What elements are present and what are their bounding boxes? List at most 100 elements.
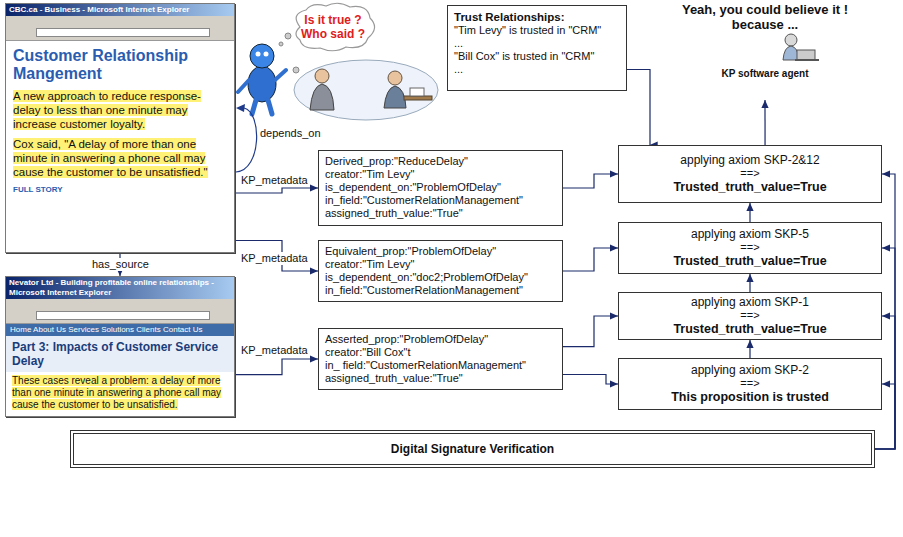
axiom-box: applying axiom SKP-2==>This proposition … (618, 358, 882, 410)
writer-at-desk-figure (384, 71, 432, 108)
node-text: "Tim Levy" is trusted in "CRM" (454, 24, 620, 37)
node-text: Yeah, you could believe it ! because ... (675, 2, 855, 32)
axiom-box: applying axiom SKP-2&12==>Trusted_truth_… (618, 145, 882, 203)
node-text: A new approach to reduce response-delay … (13, 90, 201, 130)
arrowhead (746, 274, 753, 282)
node-text: applying axiom SKP-5 (625, 227, 875, 241)
node-text: ==> (625, 377, 875, 390)
arrowhead (610, 170, 618, 177)
edge-label: has_source (90, 258, 151, 271)
node-text: Is it true ? Who said ? (300, 13, 366, 41)
paragraph: Cox said, "A delay of more than one minu… (6, 134, 234, 182)
connector-line (563, 316, 618, 347)
arrowhead (610, 312, 618, 319)
node-text: "Bill Cox" is trusted in "CRM" (454, 50, 620, 63)
node-text: Part 3: Impacts of Customer Service Dela… (6, 336, 234, 372)
node-text: Trusted_truth_value=True (625, 254, 875, 269)
relation-label: depends_on (258, 127, 323, 140)
arrowhead (310, 267, 318, 274)
node-text: This proposition is trusted (625, 390, 875, 405)
arrowhead (882, 380, 890, 387)
connector (875, 244, 895, 449)
node-text: Digital Signature Verification (391, 442, 554, 456)
connector (563, 312, 618, 346)
agent-icon-holder (675, 32, 855, 68)
node-text: Trusted_truth_value=True (625, 322, 875, 337)
text-column: applying axiom SKP-1==>Trusted_truth_val… (625, 295, 875, 337)
node-text: ==> (625, 309, 875, 322)
connector (746, 274, 753, 292)
connector (746, 203, 753, 222)
thought-bubble: Is it true ? Who said ? (290, 2, 376, 52)
arrowhead (882, 312, 890, 319)
node-text: FULL STORY (6, 182, 234, 197)
axiom-box: applying axiom SKP-5==>Trusted_truth_val… (618, 222, 882, 274)
metadata-box: Derived_prop:"ReduceDelay"creator:"Tim L… (318, 150, 563, 226)
trust-box: Trust Relationships:"Tim Levy" is truste… (447, 5, 627, 91)
depends-on-arrow (236, 104, 257, 172)
edge-label: KP_metadata (239, 344, 310, 357)
browser-window: CBC.ca - Business - Microsoft Internet E… (5, 3, 235, 253)
connector (235, 241, 318, 275)
node-text: in_field:"CustomerRelationManagement" (325, 194, 556, 207)
node-text: Trust Relationships: (454, 10, 620, 24)
connector (746, 340, 753, 358)
node-text: assigned_truth_value:"True" (325, 372, 556, 385)
node-text: Home About Us Services Solutions Clients… (6, 324, 234, 336)
connector-line (235, 241, 318, 272)
user-figure (238, 33, 299, 114)
node-text: Trusted_truth_value=True (625, 180, 875, 195)
metadata-box: Asserted_prop:"ProblemOfDelay"creator:"B… (318, 328, 563, 390)
connector (235, 355, 318, 374)
browser-window: Nevator Ltd - Building profitable online… (5, 276, 235, 417)
node-text: creator:"Tim Levy" (325, 258, 556, 271)
edge-label: KP_metadata (239, 174, 310, 187)
connector (563, 170, 618, 188)
node-text: in_field:"CustomerRelationManagement" (325, 284, 556, 297)
connector-line (235, 359, 318, 375)
node-text: Nevator Ltd - Building profitable online… (6, 277, 234, 299)
node-text: These cases reveal a problem: a delay of… (12, 375, 221, 410)
author-figure (310, 69, 334, 110)
node-text: assigned_truth_value:"True" (325, 207, 556, 220)
node-text: applying axiom SKP-2&12 (625, 153, 875, 167)
connector (761, 100, 768, 145)
arrowhead (746, 340, 753, 348)
node-text: Customer Relationship Mangement (6, 41, 234, 86)
agent-callout: Yeah, you could believe it ! because ...… (675, 2, 855, 100)
text-column: applying axiom SKP-2==>This proposition … (625, 363, 875, 405)
node-text: Equivalent_prop:"ProblemOfDelay" (325, 245, 556, 258)
node-text: in_ field:"CustomerRelationManagement" (325, 359, 556, 372)
arrowhead (610, 380, 618, 387)
node-text: applying axiom SKP-2 (625, 363, 875, 377)
paragraph: These cases reveal a problem: a delay of… (6, 372, 234, 414)
connector-line (235, 188, 318, 193)
arrowhead (882, 244, 890, 251)
node-text: KP software agent (675, 68, 855, 80)
node-text: ==> (625, 241, 875, 254)
arrowhead (310, 355, 318, 362)
metadata-box: Equivalent_prop:"ProblemOfDelay"creator:… (318, 240, 563, 302)
thinking-cloud (294, 60, 438, 120)
axiom-box: applying axiom SKP-1==>Trusted_truth_val… (618, 292, 882, 340)
text-column: applying axiom SKP-2&12==>Trusted_truth_… (625, 153, 875, 195)
node-text: creator:"Tim Levy" (325, 168, 556, 181)
arrowhead (882, 170, 890, 177)
agent-icon (765, 32, 825, 66)
toolbar (6, 16, 234, 41)
node-text: Asserted_prop:"ProblemOfDelay" (325, 333, 556, 346)
connector (563, 244, 618, 271)
connector-line (563, 375, 618, 385)
connector-line (627, 70, 650, 146)
toolbar (6, 299, 234, 324)
paragraph: A new approach to reduce response-delay … (6, 86, 234, 134)
node-text: is_dependent_on:"doc2;ProblemOfDelay" (325, 271, 556, 284)
arrowhead (746, 203, 753, 211)
connector-line (563, 174, 618, 188)
verification-band: Digital Signature Verification (70, 430, 875, 468)
connector (627, 70, 658, 149)
node-text: creator:"Bill Cox"t (325, 346, 556, 359)
node-text: Cox said, "A delay of more than one minu… (13, 138, 208, 178)
node-text: Derived_prop:"ReduceDelay" (325, 155, 556, 168)
